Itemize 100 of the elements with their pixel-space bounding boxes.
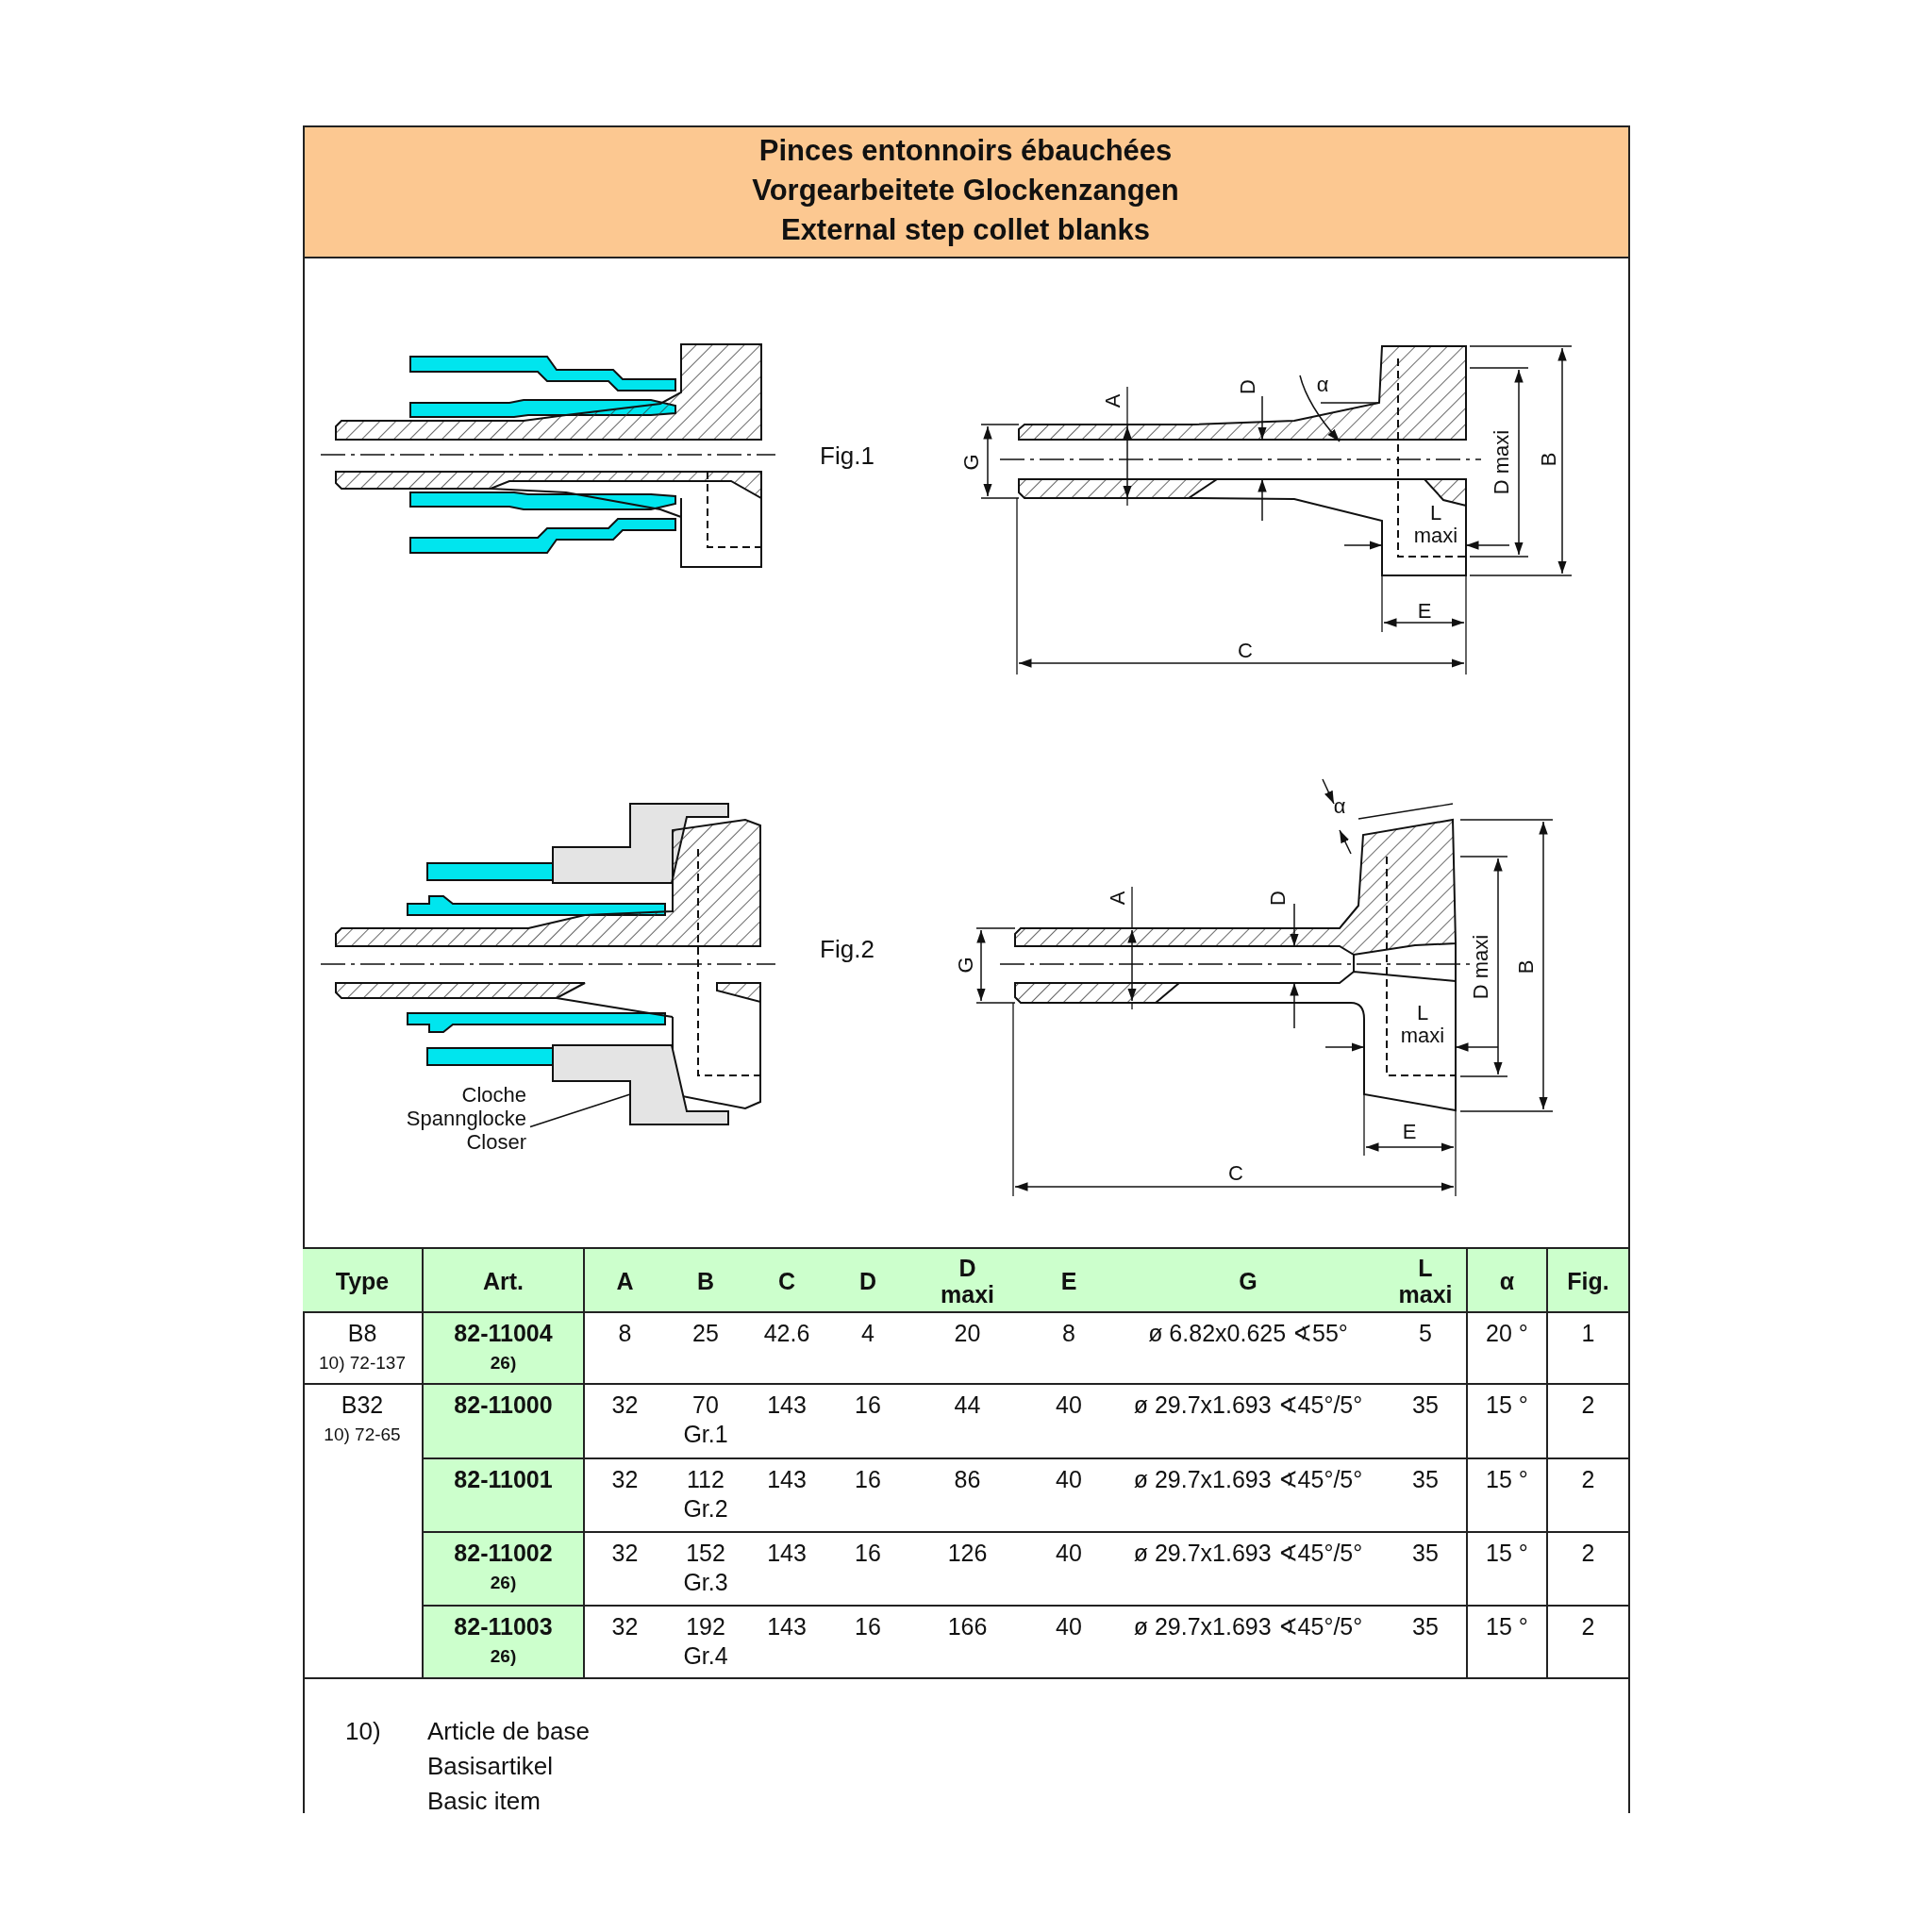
cell-value: 192: [685, 1612, 726, 1641]
footnote-mark: 26): [489, 1572, 518, 1594]
dimension-label: G: [960, 454, 983, 471]
closer-part: [552, 1044, 729, 1125]
cell-value: 32: [610, 1539, 640, 1568]
cell-value: 44: [953, 1391, 982, 1420]
cell-value: 2: [1580, 1612, 1596, 1641]
cell-value: 126: [946, 1539, 989, 1568]
cell-value: 143: [766, 1391, 808, 1420]
cell-value: 32: [610, 1612, 640, 1641]
column-header: B: [665, 1248, 746, 1312]
callout-text: Cloche Spannglocke Closer: [387, 1083, 526, 1154]
cell-value: 15 °: [1485, 1465, 1529, 1494]
dimension-label: D: [1237, 379, 1259, 394]
column-header: E: [1026, 1248, 1111, 1312]
cell-value: ø 29.7x1.693 ∢45°/5°: [1132, 1539, 1364, 1568]
dimension-label: E: [1417, 600, 1432, 623]
dimension-label: α: [1316, 374, 1329, 396]
cell-value: 40: [1055, 1612, 1083, 1641]
header-title: Pinces entonnoirs ébauchées: [758, 134, 1174, 168]
dimension-label: D: [1267, 891, 1290, 906]
footnote-number: 10): [345, 1717, 381, 1746]
dimension-label: A: [1107, 891, 1129, 906]
footnote-text: Basisartikel: [427, 1752, 553, 1781]
cell-value: 15 °: [1485, 1612, 1529, 1641]
cell-value: 143: [766, 1539, 808, 1568]
cell-value: 40: [1055, 1465, 1083, 1494]
footnote-text: Article de base: [427, 1717, 590, 1746]
cell-value: 32: [610, 1465, 640, 1494]
article-number: 82-11002: [453, 1539, 554, 1568]
article-number: 82-11003: [453, 1612, 554, 1641]
column-header: α: [1467, 1248, 1547, 1312]
figure-label: Fig.1: [820, 444, 874, 467]
footnote-mark: 26): [489, 1352, 518, 1374]
cell-value: 2: [1580, 1465, 1596, 1494]
cell-value: 20: [953, 1319, 982, 1348]
header-title: External step collet blanks: [779, 213, 1152, 247]
cell-value: 15 °: [1485, 1391, 1529, 1420]
cell-value: ø 29.7x1.693 ∢45°/5°: [1132, 1391, 1364, 1420]
cell-value: 166: [946, 1612, 989, 1641]
cell-value: 40: [1055, 1539, 1083, 1568]
cell-value: Gr.2: [682, 1494, 729, 1524]
column-header: A: [584, 1248, 665, 1312]
dimension-label: C: [1238, 640, 1253, 662]
cell-value: ø 29.7x1.693 ∢45°/5°: [1132, 1465, 1364, 1494]
cell-value: 143: [766, 1612, 808, 1641]
dimension-label: B: [1538, 452, 1560, 467]
cell-value: 5: [1418, 1319, 1433, 1348]
dimension-label: D maxi: [1470, 934, 1492, 1000]
cell-value: 4: [860, 1319, 875, 1348]
dimension-label: G: [955, 957, 977, 974]
cell-value: 16: [854, 1539, 882, 1568]
dimension-label: C: [1228, 1162, 1243, 1185]
cell-value: 112: [686, 1465, 725, 1494]
cell-value: 8: [617, 1319, 633, 1348]
dimension-label: L maxi: [1399, 1002, 1446, 1047]
footnote-text: Basic item: [427, 1787, 541, 1816]
cell-value: 42.6: [762, 1319, 811, 1348]
cell-value: 35: [1411, 1612, 1440, 1641]
column-header: C: [746, 1248, 827, 1312]
footnote-mark: 26): [489, 1645, 518, 1668]
column-header: G: [1111, 1248, 1385, 1312]
cell-value: 86: [953, 1465, 982, 1494]
cell-value: 16: [854, 1612, 882, 1641]
cell-value: 35: [1411, 1465, 1440, 1494]
cell-value: 25: [691, 1319, 720, 1348]
cell-value: 2: [1580, 1391, 1596, 1420]
column-header: Art.: [423, 1248, 584, 1312]
cell-value: ø 6.82x0.625 ∢55°: [1147, 1319, 1349, 1348]
cell-value: ø 29.7x1.693 ∢45°/5°: [1132, 1612, 1364, 1641]
figure-label: Fig.2: [820, 938, 874, 960]
dimension-label: E: [1402, 1121, 1417, 1143]
dimension-label: α: [1333, 795, 1346, 818]
cell-value: 40: [1055, 1391, 1083, 1420]
cell-value: 143: [766, 1465, 808, 1494]
cell-value: 35: [1411, 1539, 1440, 1568]
dimension-label: L maxi: [1412, 502, 1459, 547]
leader-line: [529, 1093, 631, 1128]
cell-value: 16: [854, 1391, 882, 1420]
cell-value: 16: [854, 1465, 882, 1494]
cell-value: B32: [340, 1391, 385, 1420]
article-number: 82-11001: [453, 1465, 554, 1494]
cell-value: 32: [610, 1391, 640, 1420]
base-item-reference: 10) 72-65: [323, 1424, 402, 1446]
column-header: Type: [303, 1248, 423, 1312]
column-header: D maxi: [908, 1248, 1026, 1312]
article-number: 82-11000: [453, 1391, 554, 1420]
cell-value: 15 °: [1485, 1539, 1529, 1568]
cell-value: 20 °: [1485, 1319, 1529, 1348]
cell-value: 70: [691, 1391, 720, 1420]
cell-value: Gr.4: [682, 1641, 729, 1671]
cell-value: Gr.1: [682, 1420, 729, 1449]
header-title: Vorgearbeitete Glockenzangen: [751, 174, 1180, 208]
dimension-label: D maxi: [1491, 429, 1513, 495]
column-header: D: [827, 1248, 908, 1312]
cell-value: 35: [1411, 1391, 1440, 1420]
column-header: Fig.: [1547, 1248, 1628, 1312]
cell-value: 152: [685, 1539, 726, 1568]
column-header: L maxi: [1385, 1248, 1467, 1312]
cell-value: Gr.3: [682, 1568, 729, 1597]
